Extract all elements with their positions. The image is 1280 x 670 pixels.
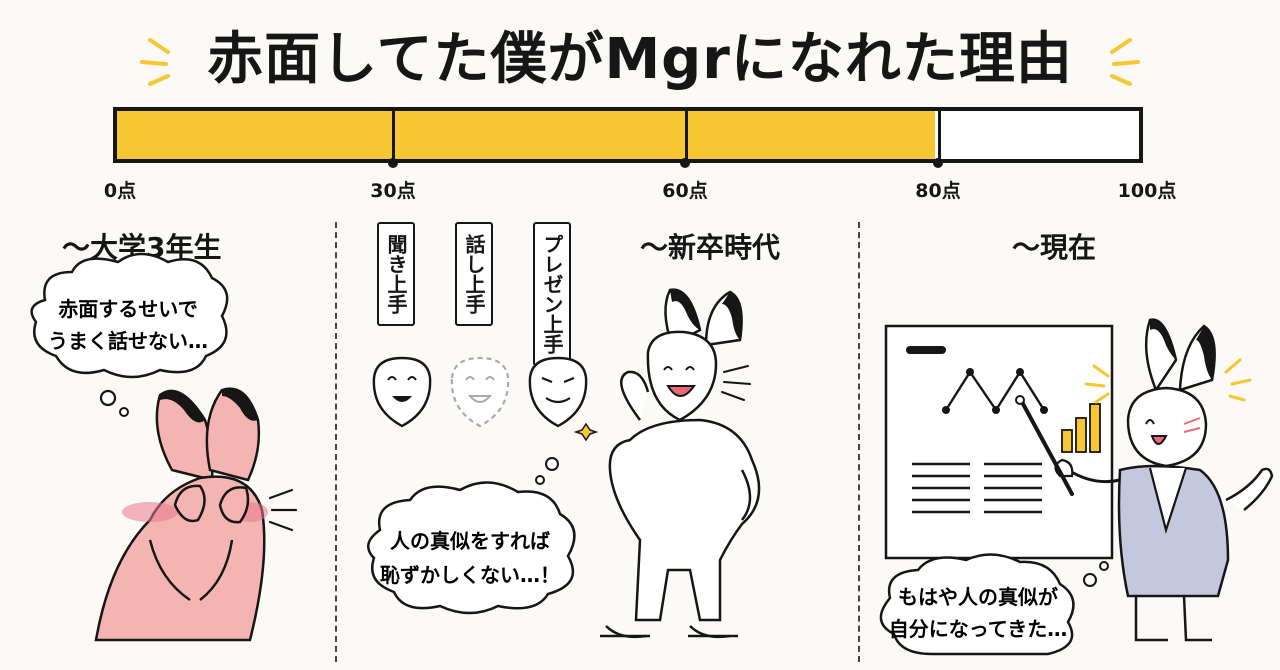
tick-label: 80点 bbox=[915, 180, 961, 202]
page-title: 赤面してた僕がMgrになれた理由 bbox=[207, 27, 1073, 92]
skill-card-presentation: プレゼン上手 bbox=[533, 222, 571, 366]
progress-divider bbox=[685, 111, 688, 159]
bubble-text-line: 恥ずかしくない…！ bbox=[380, 563, 560, 587]
blushing-rabbit-illustration bbox=[94, 387, 298, 642]
sparkle-icon-right bbox=[1110, 38, 1140, 86]
whiteboard-chart-illustration bbox=[884, 324, 1114, 560]
tick-label: 60点 bbox=[662, 180, 708, 202]
thought-bubble-middle: 人の真似をすれば 恥ずかしくない…！ bbox=[367, 481, 576, 615]
bubble-text-line: うまく話せない… bbox=[48, 329, 208, 353]
progress-divider bbox=[392, 111, 395, 159]
masked-rabbit-illustration bbox=[573, 288, 761, 639]
score-progress-bar bbox=[113, 107, 1143, 163]
thought-dots-right bbox=[1083, 561, 1109, 587]
bubble-text-line: もはや人の真似が bbox=[898, 585, 1058, 609]
bubble-text-line: 人の真似をすれば bbox=[390, 529, 550, 553]
thought-bubble-right: もはや人の真似が 自分になってきた… bbox=[879, 553, 1075, 656]
tick-dot bbox=[933, 158, 943, 168]
tick-label: 0点 bbox=[103, 180, 137, 202]
tick-label: 30点 bbox=[370, 180, 416, 202]
mask-icon-smile bbox=[372, 356, 432, 428]
section-divider bbox=[335, 222, 337, 662]
sparkle-icon-left bbox=[140, 38, 170, 86]
bubble-text-line: 自分になってきた… bbox=[889, 617, 1067, 641]
section-divider bbox=[858, 222, 860, 662]
tick-label: 100点 bbox=[1117, 180, 1177, 202]
mask-icon-faded bbox=[450, 356, 510, 428]
tick-dot bbox=[388, 158, 398, 168]
presenting-rabbit-illustration bbox=[1015, 318, 1274, 642]
skill-card-talking: 話し上手 bbox=[455, 222, 493, 326]
skill-card-listening: 聞き上手 bbox=[377, 222, 415, 326]
progress-fill bbox=[117, 111, 935, 159]
section-label-new-grad: 〜新卒時代 bbox=[640, 231, 781, 264]
section-label-present: 〜現在 bbox=[1012, 231, 1097, 264]
sparkle-icon bbox=[1084, 358, 1252, 404]
thought-dots-middle bbox=[535, 457, 559, 485]
thought-bubble-left: 赤面するせいで うまく話せない… bbox=[30, 252, 229, 417]
progress-divider bbox=[938, 111, 941, 159]
tick-dot bbox=[680, 158, 690, 168]
bubble-text-line: 赤面するせいで bbox=[58, 297, 197, 321]
mask-icon-confident bbox=[528, 356, 588, 428]
sparkle-icon bbox=[573, 422, 599, 442]
